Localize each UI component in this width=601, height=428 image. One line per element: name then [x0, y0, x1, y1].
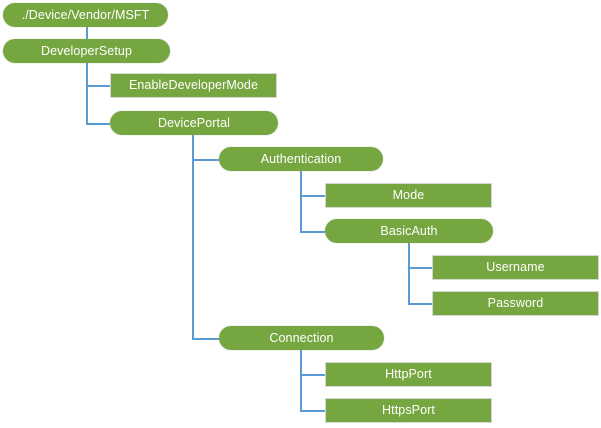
connector-authentication-to-basicauth [300, 231, 325, 233]
tree-node-authentication[interactable]: Authentication [219, 147, 383, 171]
connector-basicauth-to-username [408, 267, 432, 269]
tree-node-developersetup[interactable]: DeveloperSetup [3, 39, 170, 63]
connector-developersetup-trunk-vertical [86, 63, 88, 124]
connector-developersetup-to-enabledevelopermode [86, 85, 110, 87]
connector-connection-to-httpport [300, 374, 325, 376]
tree-node-label: HttpPort [385, 367, 432, 382]
tree-node-basicauth[interactable]: BasicAuth [325, 219, 493, 243]
connector-developersetup-to-deviceportal [86, 123, 110, 125]
connector-basicauth-trunk-vertical [408, 243, 410, 305]
tree-node-connection[interactable]: Connection [219, 326, 384, 350]
tree-node-httpsport[interactable]: HttpsPort [325, 398, 492, 423]
tree-node-username[interactable]: Username [432, 255, 599, 280]
connector-authentication-to-mode [300, 195, 325, 197]
tree-node-label: Password [487, 296, 544, 311]
tree-node-label: Username [486, 260, 545, 275]
tree-node-mode[interactable]: Mode [325, 183, 492, 208]
tree-node-label: HttpsPort [382, 403, 435, 418]
tree-node-label: DevicePortal [157, 115, 231, 130]
connector-root-to-developersetup-vertical [86, 27, 88, 39]
tree-node-label: ./Device/Vendor/MSFT [21, 7, 150, 22]
tree-node-label: Authentication [260, 151, 342, 166]
connector-deviceportal-to-authentication [192, 159, 219, 161]
connector-connection-to-httpsport [300, 410, 325, 412]
tree-node-label: BasicAuth [380, 223, 438, 238]
tree-node-label: DeveloperSetup [40, 43, 133, 58]
connector-authentication-trunk-vertical [300, 171, 302, 233]
tree-node-root[interactable]: ./Device/Vendor/MSFT [3, 3, 168, 27]
tree-node-enabledevelopermode[interactable]: EnableDeveloperMode [110, 73, 277, 98]
connector-deviceportal-to-connection [192, 338, 219, 340]
tree-node-label: Connection [269, 330, 334, 345]
connector-deviceportal-trunk-vertical [192, 135, 194, 339]
tree-node-label: Mode [392, 188, 425, 203]
tree-node-password[interactable]: Password [432, 291, 599, 316]
connector-connection-trunk-vertical [300, 350, 302, 412]
tree-node-deviceportal[interactable]: DevicePortal [110, 111, 278, 135]
tree-node-httpport[interactable]: HttpPort [325, 362, 492, 387]
connector-basicauth-to-password [408, 303, 432, 305]
tree-node-label: EnableDeveloperMode [128, 78, 259, 93]
